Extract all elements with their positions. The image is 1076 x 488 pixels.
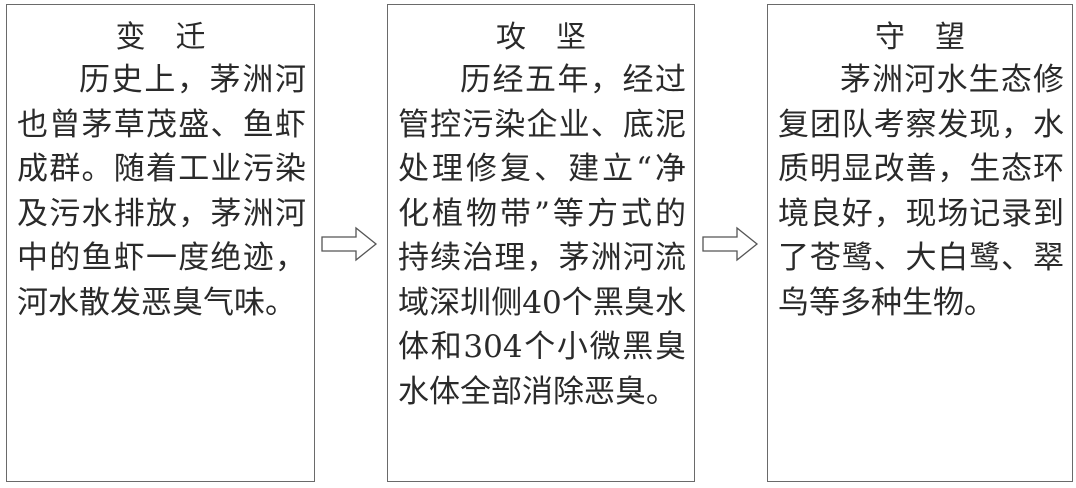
panel-body: 茅洲河水生态修复团队考察发现，水质明显改善，生态环境良好，现场记录到了苍鹭、大白… <box>778 62 1064 321</box>
panel-watch: 守望 茅洲河水生态修复团队考察发现，水质明显改善，生态环境良好，现场记录到了苍鹭… <box>767 4 1073 482</box>
right-arrow-icon <box>321 226 378 262</box>
panel-title: 变迁 <box>115 20 236 55</box>
panel-body: 历经五年，经过管控污染企业、底泥处理修复、建立“净化植物带”等方式的持续治理，茅… <box>398 62 686 410</box>
panel-body: 历史上，茅洲河也曾茅草茂盛、鱼虾成群。随着工业污染及污水排放，茅洲河中的鱼虾一度… <box>17 62 306 321</box>
panel-change: 变迁 历史上，茅洲河也曾茅草茂盛、鱼虾成群。随着工业污染及污水排放，茅洲河中的鱼… <box>6 4 315 482</box>
right-arrow-icon <box>702 226 759 262</box>
panel-tackle: 攻坚 历经五年，经过管控污染企业、底泥处理修复、建立“净化植物带”等方式的持续治… <box>387 4 695 482</box>
panel-title: 攻坚 <box>496 20 616 55</box>
panel-title: 守望 <box>875 20 995 55</box>
